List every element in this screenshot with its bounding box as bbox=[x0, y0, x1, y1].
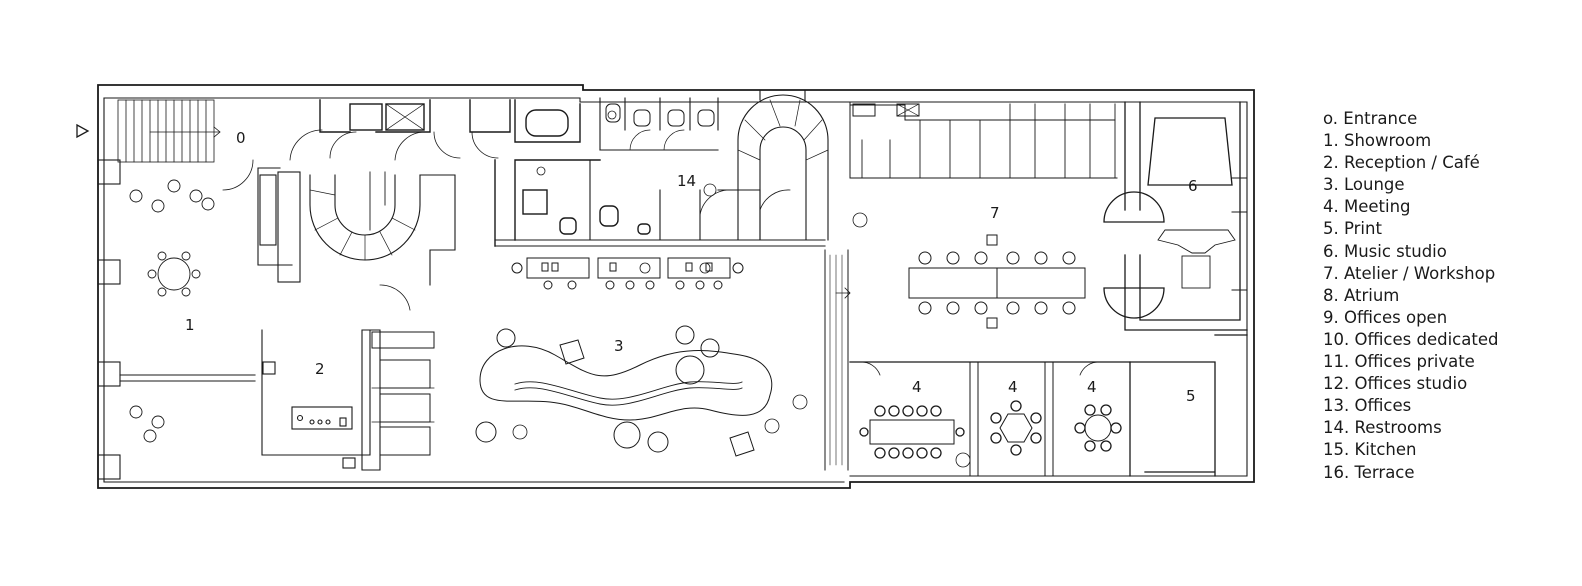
atrium-edge bbox=[824, 249, 851, 471]
meeting-rooms bbox=[849, 361, 1131, 477]
legend-item: 4. Meeting bbox=[1323, 197, 1411, 217]
room-legend: o. Entrance 1. Showroom 2. Reception / C… bbox=[1323, 108, 1498, 484]
legend-item: 2. Reception / Café bbox=[1323, 153, 1480, 173]
room-number-music-studio: 6 bbox=[1188, 177, 1198, 195]
legend-item: 9. Offices open bbox=[1323, 307, 1448, 327]
legend-item: 6. Music studio bbox=[1323, 241, 1447, 261]
lounge-booths bbox=[371, 331, 435, 456]
room-number-meeting-b: 4 bbox=[1008, 378, 1018, 396]
legend-item: 10. Offices dedicated bbox=[1323, 329, 1499, 349]
room-number-print: 5 bbox=[1186, 387, 1196, 405]
print-room bbox=[1129, 334, 1248, 477]
service-core bbox=[319, 97, 826, 247]
lounge-sofa bbox=[475, 325, 773, 457]
showroom-furniture bbox=[129, 179, 215, 443]
room-number-reception: 2 bbox=[315, 360, 325, 378]
room-number-restrooms: 14 bbox=[677, 172, 696, 190]
floor-plan: 0 1 2 3 14 7 6 4 4 4 5 bbox=[76, 84, 1255, 489]
spiral-stair-front bbox=[257, 167, 456, 286]
legend-item: 12. Offices studio bbox=[1323, 374, 1468, 394]
legend-item: 11. Offices private bbox=[1323, 352, 1475, 372]
facade-piers bbox=[97, 159, 256, 480]
room-number-meeting-a: 4 bbox=[912, 378, 922, 396]
room-number-meeting-c: 4 bbox=[1087, 378, 1097, 396]
door-swings bbox=[222, 129, 1101, 376]
toilet-stalls bbox=[605, 103, 715, 151]
legend-item: 8. Atrium bbox=[1323, 285, 1400, 305]
legend-item: 13. Offices bbox=[1323, 396, 1412, 416]
reception-desks bbox=[511, 257, 744, 290]
room-number-showroom: 1 bbox=[185, 316, 195, 334]
room-number-entrance: 0 bbox=[236, 129, 246, 147]
room-number-atelier: 7 bbox=[990, 204, 1000, 222]
music-studio-walls bbox=[1103, 101, 1248, 331]
atelier-furniture bbox=[849, 101, 1118, 329]
entrance-stair bbox=[117, 99, 221, 163]
spiral-stair-rear bbox=[737, 89, 829, 241]
legend-item: o. Entrance bbox=[1323, 109, 1418, 128]
legend-item: 3. Lounge bbox=[1323, 175, 1405, 195]
legend-item: 1. Showroom bbox=[1323, 131, 1432, 151]
entrance-arrow-icon bbox=[76, 123, 90, 139]
person-markers bbox=[512, 110, 971, 468]
legend-item: 14. Restrooms bbox=[1323, 418, 1442, 438]
legend-item: 15. Kitchen bbox=[1323, 440, 1417, 460]
legend-item: 5. Print bbox=[1323, 219, 1382, 239]
reception-counter bbox=[261, 329, 381, 471]
room-numbers: 0 1 2 3 14 7 6 4 4 4 5 bbox=[185, 129, 1198, 405]
outer-walls bbox=[97, 84, 1255, 489]
room-number-lounge: 3 bbox=[614, 337, 624, 355]
legend-item: 7. Atelier / Workshop bbox=[1323, 263, 1496, 283]
legend-item: 16. Terrace bbox=[1323, 462, 1415, 482]
